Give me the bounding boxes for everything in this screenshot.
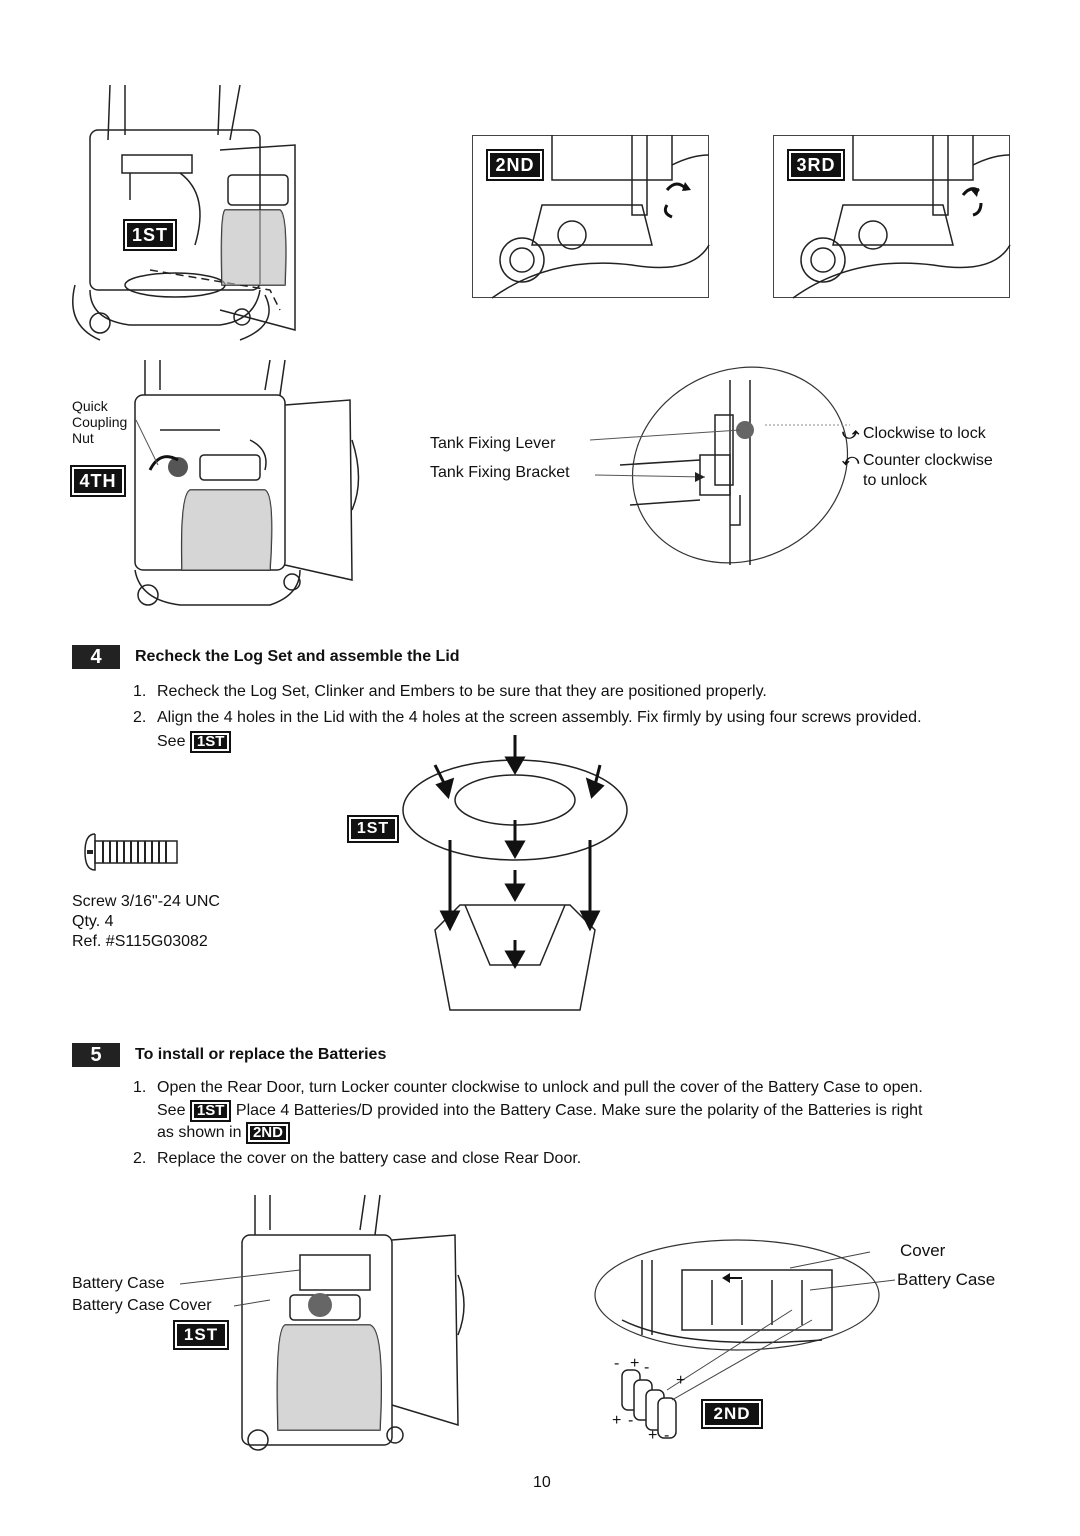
- svg-text:-: -: [614, 1355, 619, 1372]
- battery-case-label-right: Battery Case: [897, 1270, 996, 1289]
- step-5-shown-badge-2nd: 2ND: [245, 1122, 290, 1144]
- step-4-see: See 1ST: [157, 731, 232, 753]
- step-4-item-1: Recheck the Log Set, Clinker and Embers …: [157, 683, 767, 700]
- tank-fixing-bracket-label: Tank Fixing Bracket: [430, 464, 570, 481]
- step-5-item-1c: as shown in 2ND: [157, 1122, 290, 1144]
- svg-text:+: +: [648, 1427, 657, 1444]
- quick-coupling-nut-label-3: Nut: [72, 430, 94, 446]
- step-4-see-label: See: [157, 733, 186, 751]
- heater-battery-case-illustration: [241, 1194, 465, 1451]
- svg-text:+: +: [630, 1355, 639, 1372]
- regulator-closeup-3rd: [792, 135, 1011, 299]
- step-badge-3rd: 3RD: [787, 149, 845, 181]
- screw-spec-line-2: Qty. 4: [72, 913, 114, 930]
- step-5-shown-in: as shown in: [157, 1124, 242, 1142]
- heater-tank-illustration-4th: [134, 359, 360, 606]
- battery-badge-1st: 1ST: [173, 1320, 229, 1350]
- quick-coupling-nut-label-1: Quick: [72, 398, 108, 414]
- step-badge-2nd: 2ND: [486, 149, 544, 181]
- step-4-item-1-num: 1.: [133, 683, 147, 700]
- step-4-see-badge-1st: 1ST: [189, 731, 232, 753]
- lid-badge-1st: 1ST: [347, 815, 399, 843]
- clockwise-lock-label: Clockwise to lock: [863, 425, 986, 442]
- quick-coupling-nut-label-2: Coupling: [72, 414, 128, 430]
- step-badge-1st: 1ST: [123, 219, 177, 251]
- step-4-item-2: Align the 4 holes in the Lid with the 4 …: [157, 709, 922, 726]
- counter-clockwise-label: Counter clockwise: [863, 452, 993, 469]
- clockwise-icon: ⤻: [842, 426, 860, 443]
- tank-lever-detail-oval: [589, 366, 850, 565]
- page-number: 10: [533, 1474, 551, 1491]
- step-5-item-2-num: 2.: [133, 1150, 147, 1167]
- step-4-number: 4: [72, 645, 120, 669]
- svg-text:-: -: [628, 1412, 633, 1429]
- lid-assembly-illustration: [402, 735, 628, 1011]
- step-5-see-label: See: [157, 1102, 186, 1120]
- step-4-title: Recheck the Log Set and assemble the Lid: [135, 648, 460, 665]
- svg-text:-: -: [644, 1359, 649, 1376]
- svg-text:-: -: [664, 1427, 669, 1444]
- to-unlock-label: to unlock: [863, 472, 928, 489]
- cover-label: Cover: [900, 1241, 946, 1260]
- step-5-item-1b: See 1ST Place 4 Batteries/D provided int…: [157, 1100, 922, 1122]
- battery-case-label-left: Battery Case: [72, 1275, 165, 1292]
- battery-case-cover-label: Battery Case Cover: [72, 1297, 212, 1314]
- battery-badge-2nd: 2ND: [701, 1399, 763, 1429]
- step-5-item-1b-text: Place 4 Batteries/D provided into the Ba…: [235, 1102, 923, 1120]
- screw-spec-line-3: Ref. #S115G03082: [72, 933, 208, 950]
- step-5-item-1-num: 1.: [133, 1079, 147, 1096]
- screw-illustration: [84, 833, 178, 871]
- step-5-number: 5: [72, 1043, 120, 1067]
- step-5-item-1a: Open the Rear Door, turn Locker counter …: [157, 1079, 923, 1096]
- step-5-title: To install or replace the Batteries: [135, 1046, 387, 1063]
- step-badge-4th: 4TH: [70, 465, 126, 497]
- step-4-item-2-num: 2.: [133, 709, 147, 726]
- svg-text:+: +: [612, 1412, 621, 1429]
- tank-fixing-lever-label: Tank Fixing Lever: [430, 435, 556, 452]
- regulator-closeup-2nd: [491, 135, 710, 299]
- screw-spec-line-1: Screw 3/16"-24 UNC: [72, 893, 220, 910]
- step-5-item-2: Replace the cover on the battery case an…: [157, 1150, 582, 1167]
- battery-case-closeup: -+- ++- +-: [594, 1239, 880, 1444]
- heater-tank-illustration-1st: [72, 84, 296, 341]
- svg-text:+: +: [676, 1372, 685, 1389]
- counter-clockwise-icon: ⤺: [842, 452, 860, 469]
- step-5-see-badge-1st: 1ST: [189, 1100, 232, 1122]
